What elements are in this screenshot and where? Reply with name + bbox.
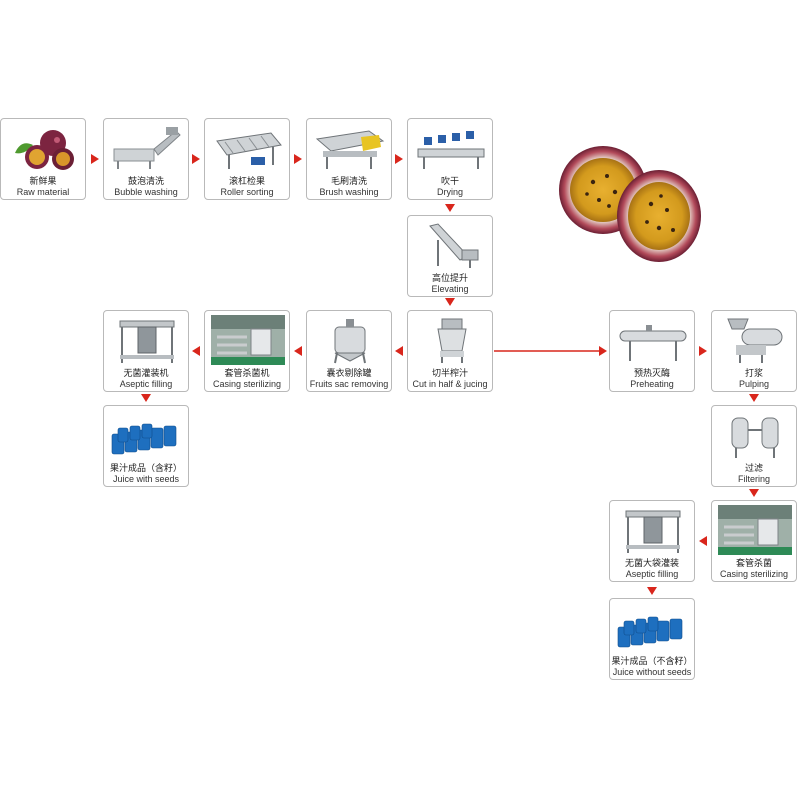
flow-arrow-down xyxy=(647,587,657,595)
step-filtering: 过滤 Filtering xyxy=(711,405,797,487)
step-label-cn: 果汁成品（不含籽） xyxy=(611,656,693,666)
step-label-en: Juice with seeds xyxy=(112,474,180,484)
flow-arrow-right xyxy=(294,154,302,164)
flow-arrow-left xyxy=(294,346,302,356)
step-label-en: Cut in half & jucing xyxy=(412,379,488,389)
air-dryer-icon xyxy=(417,131,485,169)
step-label-cn: 切半榨汁 xyxy=(431,368,468,378)
flow-arrow-down xyxy=(445,298,455,306)
flow-arrow-right xyxy=(599,346,607,356)
flow-arrow-left xyxy=(395,346,403,356)
step-roller-sorting: 滚杠检果 Roller sorting xyxy=(204,118,290,200)
flow-arrow-left xyxy=(192,346,200,356)
tank-icon xyxy=(334,319,366,364)
brush-washer-icon xyxy=(315,130,385,169)
juicer-icon xyxy=(437,318,467,363)
step-label-en: Casing sterilizing xyxy=(212,379,282,389)
step-label-cn: 无菌大袋灌装 xyxy=(624,558,679,568)
step-label-cn: 预热灭酶 xyxy=(633,368,670,378)
step-label-cn: 打浆 xyxy=(744,368,763,378)
step-casing-sterilizing-2: 套管杀菌 Casing sterilizing xyxy=(711,500,797,582)
step-brush-washing: 毛刷清洗 Brush washing xyxy=(306,118,392,200)
aseptic-filler-icon xyxy=(625,510,681,553)
pulper-icon xyxy=(727,318,783,363)
step-juice-without-seeds: 果汁成品（不含籽） Juice without seeds xyxy=(609,598,695,680)
flow-arrow-down xyxy=(749,489,759,497)
step-label-en: Pulping xyxy=(738,379,770,389)
step-aseptic-filling-1: 无菌灌装机 Aseptic filling xyxy=(103,310,189,392)
step-pulping: 打浆 Pulping xyxy=(711,310,797,392)
flow-arrow-down xyxy=(749,394,759,402)
step-aseptic-filling-2: 无菌大袋灌装 Aseptic filling xyxy=(609,500,695,582)
step-label-cn: 套管杀菌机 xyxy=(224,368,270,378)
step-label-en: Fruits sac removing xyxy=(309,379,389,389)
barrels-icon xyxy=(111,423,177,455)
step-label-cn: 套管杀菌 xyxy=(735,558,772,568)
step-label-cn: 鼓泡清洗 xyxy=(127,176,164,186)
step-juice-with-seeds: 果汁成品（含籽） Juice with seeds xyxy=(103,405,189,487)
flow-arrow-down xyxy=(141,394,151,402)
step-label-en: Elevating xyxy=(431,284,469,294)
step-label-en: Juice without seeds xyxy=(612,667,692,677)
step-label-en: Filtering xyxy=(737,474,770,484)
sterilizer-plant-icon xyxy=(718,505,792,555)
step-bubble-washing: 鼓泡清洗 Bubble washing xyxy=(103,118,189,200)
step-label-en: Drying xyxy=(436,187,463,197)
step-label-en: Aseptic filling xyxy=(119,379,173,389)
step-label-cn: 果汁成品（含籽） xyxy=(109,463,182,473)
preheater-icon xyxy=(619,325,687,361)
flow-arrow-right xyxy=(395,154,403,164)
step-label-cn: 过滤 xyxy=(744,463,763,473)
aseptic-filler-icon xyxy=(119,320,175,363)
step-fruits-sac-removing: 囊衣剔除罐 Fruits sac removing xyxy=(306,310,392,392)
bubble-washer-icon xyxy=(113,127,181,169)
passion-fruit-icon xyxy=(15,130,74,170)
step-label-en: Roller sorting xyxy=(220,187,274,197)
twin-filter-icon xyxy=(731,417,779,458)
step-label-cn: 囊衣剔除罐 xyxy=(326,368,372,378)
flow-arrow-right xyxy=(91,154,99,164)
step-label-cn: 无菌灌装机 xyxy=(123,368,169,378)
step-elevating: 高位提升 Elevating xyxy=(407,215,493,297)
step-label-en: Casing sterilizing xyxy=(719,569,789,579)
step-label-cn: 吹干 xyxy=(440,176,459,186)
barrels-icon xyxy=(617,616,683,648)
step-casing-sterilizing-1: 套管杀菌机 Casing sterilizing xyxy=(204,310,290,392)
step-label-cn: 新鲜果 xyxy=(29,176,57,186)
step-label-en: Preheating xyxy=(630,379,674,389)
roller-sorter-icon xyxy=(216,132,282,169)
step-label-cn: 高位提升 xyxy=(431,273,468,283)
sterilizer-plant-icon xyxy=(211,315,285,365)
step-label-cn: 滚杠检果 xyxy=(228,176,265,186)
step-cut-juicing: 切半榨汁 Cut in half & jucing xyxy=(407,310,493,392)
halved-passion-fruit-icon xyxy=(559,146,701,262)
step-label-en: Bubble washing xyxy=(114,187,178,197)
step-label-en: Raw material xyxy=(16,187,70,197)
step-label-cn: 毛刷清洗 xyxy=(330,176,367,186)
flow-arrow-left xyxy=(699,536,707,546)
step-drying: 吹干 Drying xyxy=(407,118,493,200)
flow-arrow-right xyxy=(699,346,707,356)
step-label-en: Brush washing xyxy=(319,187,379,197)
step-raw-material: 新鲜果 Raw material xyxy=(0,118,86,200)
step-preheating: 预热灭酶 Preheating xyxy=(609,310,695,392)
flow-arrow-right xyxy=(192,154,200,164)
elevator-conveyor-icon xyxy=(429,223,479,268)
step-label-en: Aseptic filling xyxy=(625,569,679,579)
flow-arrow-down xyxy=(445,204,455,212)
